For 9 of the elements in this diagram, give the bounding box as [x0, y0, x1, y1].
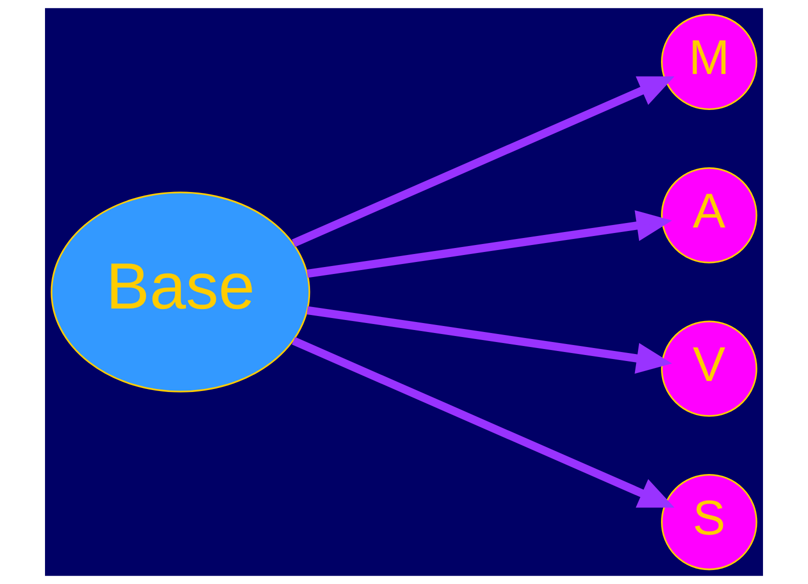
node-circle: S [661, 474, 758, 570]
arrow [306, 210, 672, 278]
arrow [306, 306, 672, 374]
arrow [292, 76, 674, 247]
node-circle: A [661, 167, 758, 264]
node-circle: V [661, 320, 758, 417]
arrow [292, 337, 674, 508]
node-circle: M [661, 14, 758, 110]
node-ellipse: Base [50, 192, 310, 392]
